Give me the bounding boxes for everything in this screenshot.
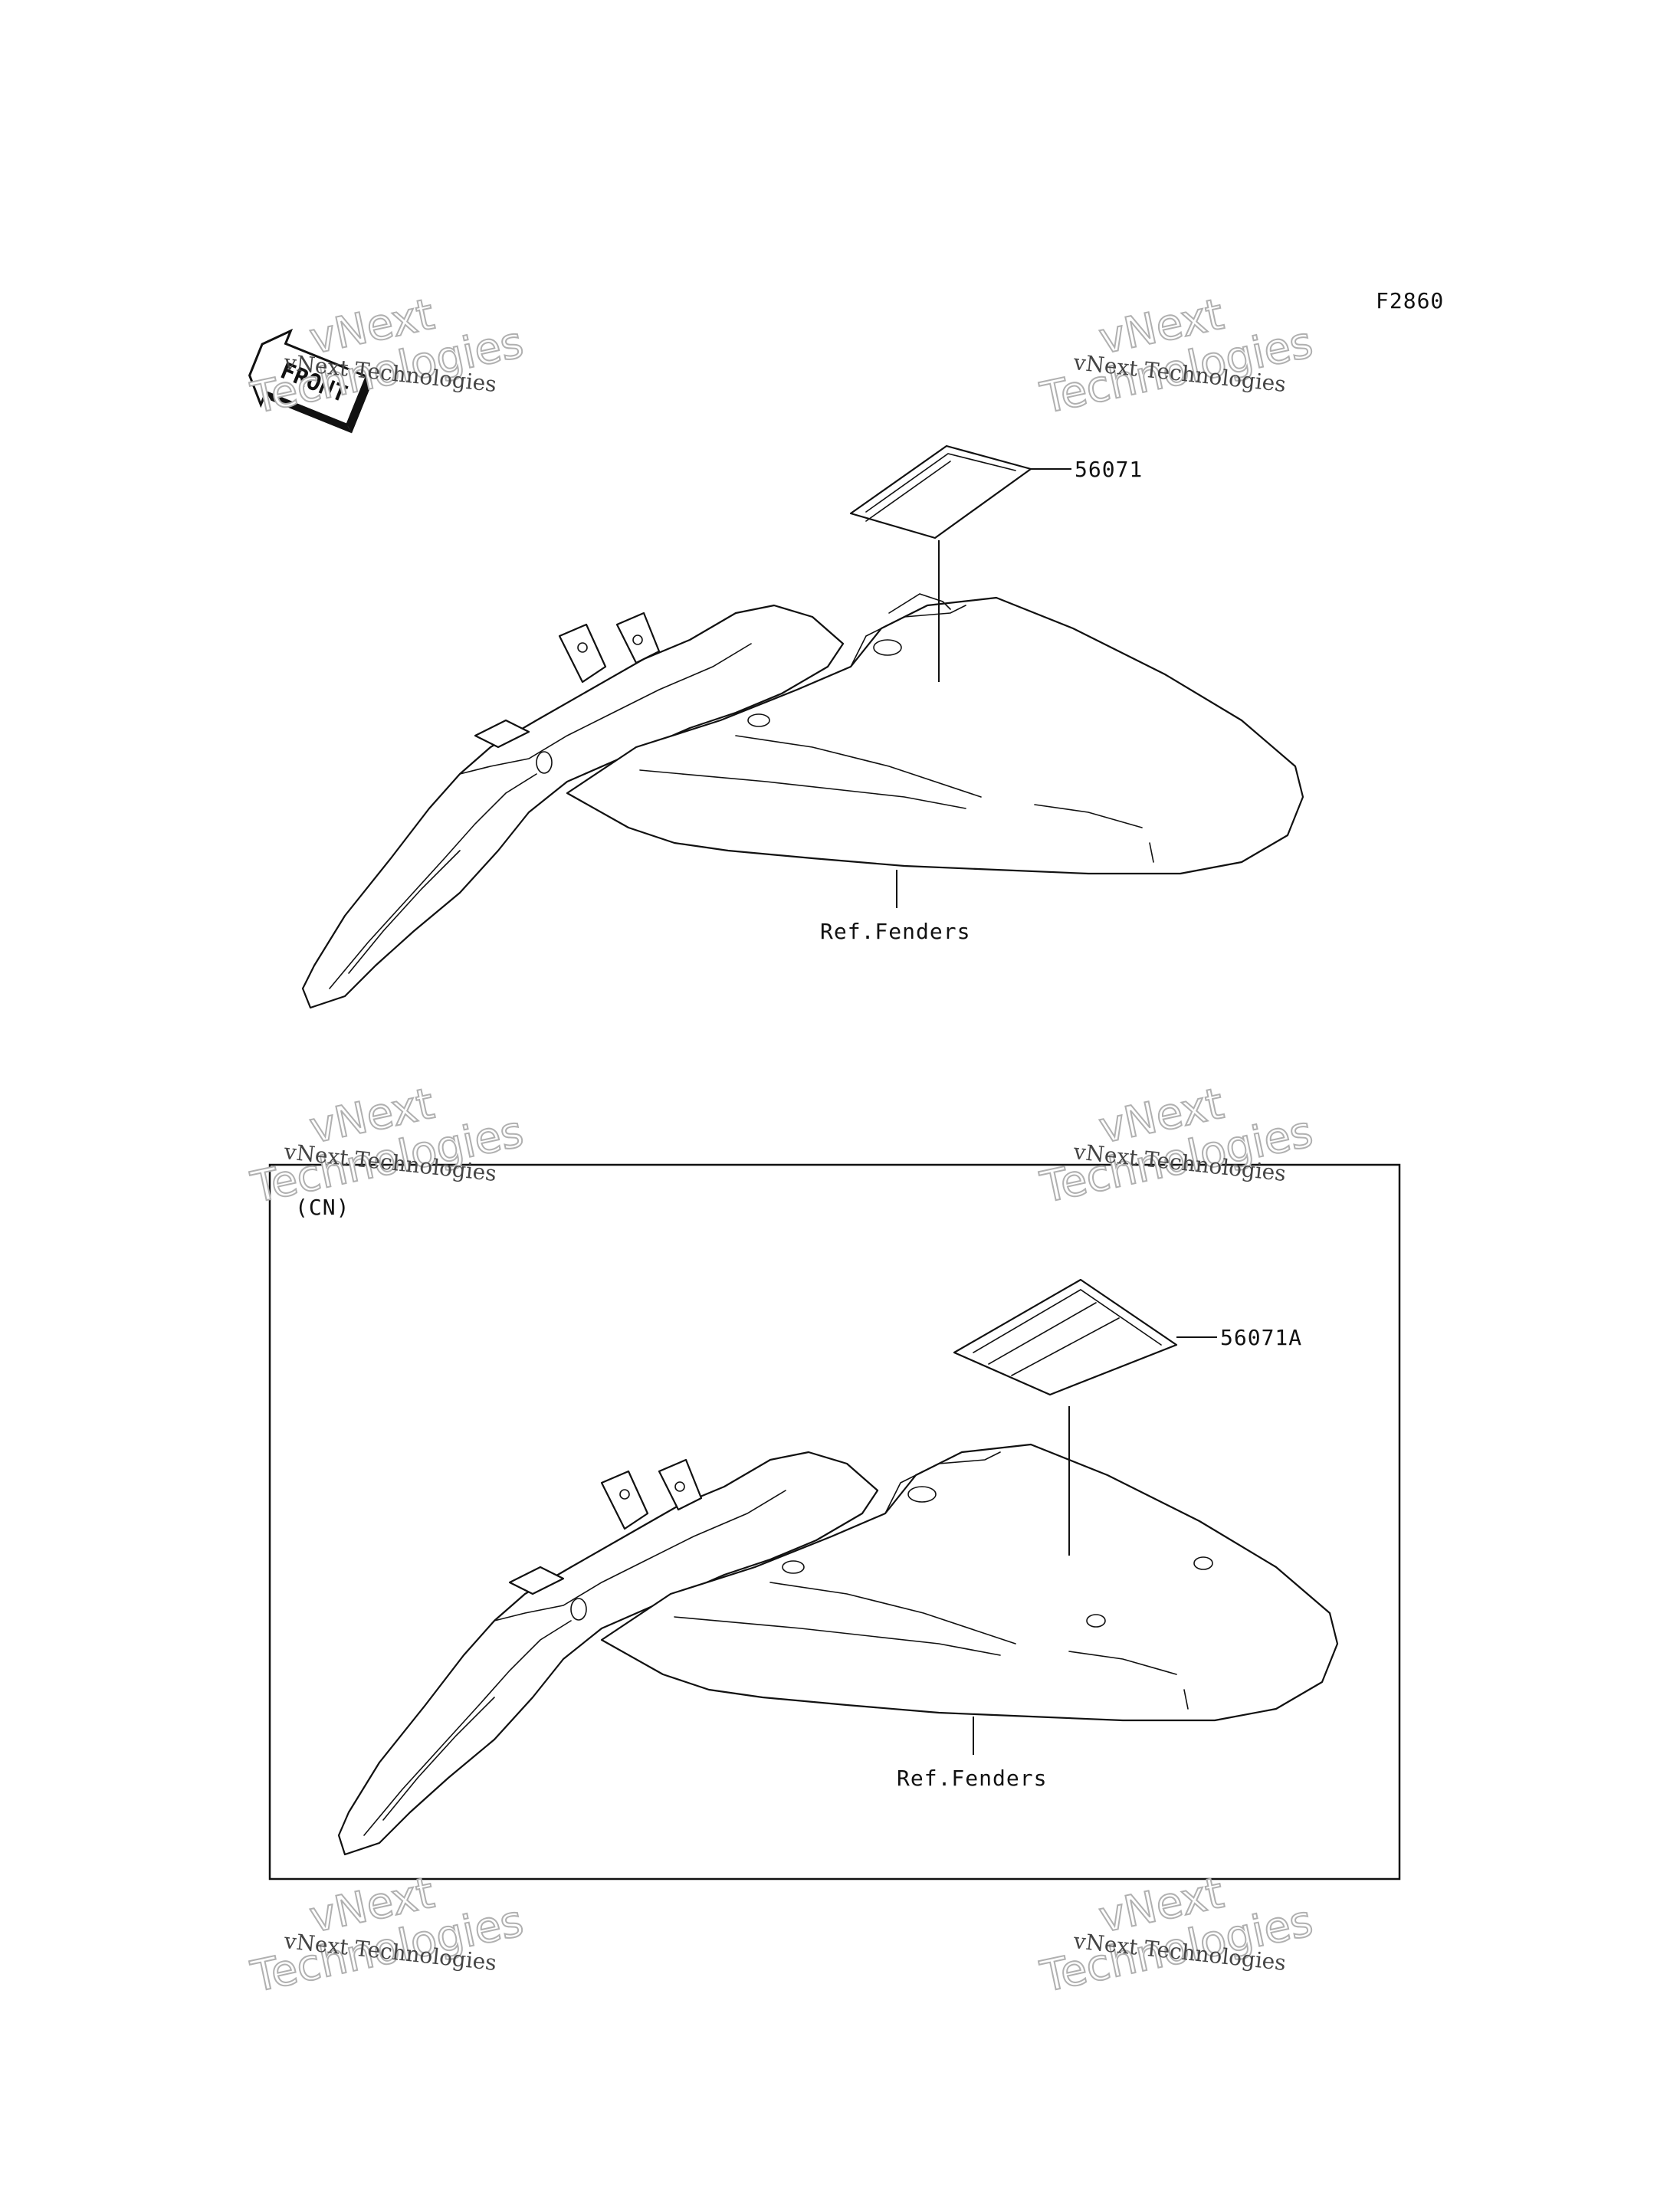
part-number-56071a: 56071A xyxy=(1220,1325,1302,1350)
cn-frame xyxy=(268,1163,1401,1881)
watermark-6: vNext Technologies xyxy=(1035,1867,1317,2003)
decal-56071 xyxy=(849,444,1032,539)
watermark-2: vNext Technologies xyxy=(1035,289,1317,425)
watermark-5: vNext Technologies xyxy=(246,1867,528,2003)
cn-variant-tag: (CN) xyxy=(295,1195,349,1220)
decal-56071a xyxy=(953,1278,1178,1396)
figure-code: F2860 xyxy=(1376,288,1444,313)
cn-fender-body xyxy=(600,1443,1339,1722)
watermark-3: vNext Technologies xyxy=(246,1078,528,1214)
fender-body xyxy=(566,596,1304,875)
ref-fenders-cn: Ref.Fenders xyxy=(897,1766,1047,1791)
fender-stay xyxy=(301,604,845,1009)
ref-fenders-top: Ref.Fenders xyxy=(820,919,970,944)
top-fender-assembly xyxy=(301,593,1304,1009)
watermark-4: vNext Technologies xyxy=(1035,1078,1317,1214)
front-arrow-icon: FRONT xyxy=(248,328,372,434)
cn-fender-assembly xyxy=(337,1443,1339,1856)
cn-fender-stay xyxy=(337,1451,879,1856)
part-number-56071: 56071 xyxy=(1075,457,1143,482)
